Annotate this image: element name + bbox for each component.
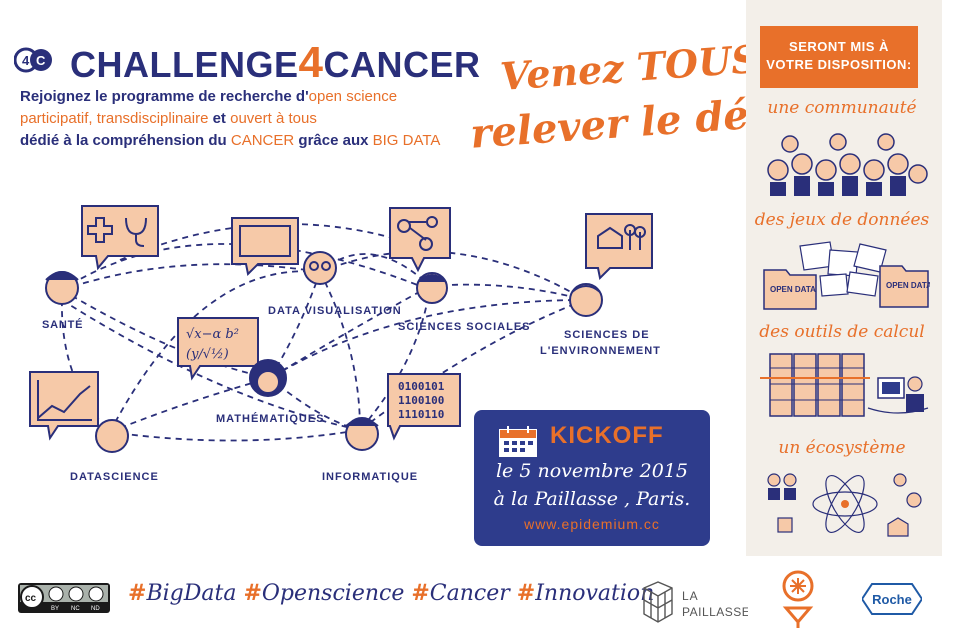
node-label-mathematiques: MATHÉMATIQUES <box>216 412 325 425</box>
medical-cross-icon <box>87 217 113 243</box>
intro-line-3: dédié à la compréhension du CANCER grâce… <box>20 132 441 149</box>
datascience-bubble <box>29 371 99 441</box>
math-bubble <box>177 317 259 381</box>
slogan-line-2: relever le défi <box>468 89 780 158</box>
hashtag-openscience: Openscience <box>261 581 405 606</box>
binary-line-2: 1100100 <box>398 394 444 407</box>
binary-line-3: 1110110 <box>398 408 444 421</box>
informatique-person-avatar <box>345 417 379 451</box>
community-illustration <box>767 133 928 196</box>
sante-person-avatar <box>45 271 79 305</box>
social-network-icon <box>397 219 411 233</box>
resource-title-donnees: des jeux de données <box>754 210 930 230</box>
svg-text:C: C <box>36 53 46 68</box>
house-icon <box>597 226 623 249</box>
hashtags: #BigData #Openscience #Cancer #Innovatio… <box>128 580 655 606</box>
ecosystem-illustration <box>767 473 922 537</box>
node-label-sciences-env-1: SCIENCES DE <box>564 329 650 341</box>
title-challenge: CHALLENGE <box>70 44 299 85</box>
roche-text: Roche <box>872 592 912 607</box>
computing-tools-illustration <box>760 353 929 417</box>
challenge4cancer-logo-icon: 4 C <box>14 47 52 73</box>
node-label-datascience: DATASCIENCE <box>70 471 159 483</box>
hashtag-innovation: Innovation <box>535 581 655 606</box>
tree-icon <box>629 230 641 250</box>
cc-nd-label: ND <box>91 606 100 612</box>
intro-line-1: Rejoignez le programme de recherche d'op… <box>20 88 398 105</box>
social-bubble <box>389 207 451 273</box>
node-label-data-visualisation: DATA VISUALISATION <box>268 305 402 317</box>
binary-line-1: 0100101 <box>398 380 445 393</box>
growth-chart-icon <box>37 380 92 421</box>
hashtag-cancer: Cancer <box>429 581 510 606</box>
slogan-line-1: Venez TOUS <box>498 36 761 99</box>
math-formula-1: √x−α b² <box>186 327 239 342</box>
creative-commons-badge-icon: cc BY NC ND <box>18 583 110 613</box>
dataviz-chart-icon <box>239 225 291 257</box>
kickoff-box: KICKOFF le 5 novembre 2015 à la Paillass… <box>474 410 710 546</box>
svg-text:4: 4 <box>22 53 30 68</box>
calendar-icon <box>499 426 537 457</box>
informatique-bubble <box>387 373 461 441</box>
node-label-informatique: INFORMATIQUE <box>322 471 418 483</box>
paillasse-line-2: PAILLASSE <box>682 605 748 619</box>
sante-bubble <box>81 205 159 271</box>
node-label-sciences-sociales: SCIENCES SOCIALES <box>398 321 531 333</box>
environment-bubble <box>585 213 653 281</box>
resources-header: SERONT MIS À VOTRE DISPOSITION: <box>760 26 918 88</box>
roche-logo: Roche <box>862 583 922 615</box>
kickoff-url-link[interactable]: www.epidemium.cc <box>524 516 660 532</box>
math-person-avatar <box>249 359 287 397</box>
paillasse-line-1: LA <box>682 589 699 603</box>
network-diagram: √x−α b² (y/√½) 0100101 1100100 1110110 S… <box>29 205 661 483</box>
kickoff-date: le 5 novembre 2015 <box>495 460 689 482</box>
stethoscope-icon <box>125 217 147 247</box>
environment-person-avatar <box>569 283 603 317</box>
math-formula-2: (y/√½) <box>186 347 229 362</box>
open-data-label-2: OPEN DATA <box>886 281 930 290</box>
title-four: 4 <box>298 38 324 87</box>
node-label-sante: SANTÉ <box>42 318 83 331</box>
social-person-avatar <box>416 272 448 304</box>
kickoff-label: KICKOFF <box>550 422 664 449</box>
node-label-sciences-env-2: L'ENVIRONNEMENT <box>540 345 661 357</box>
la-paillasse-logo: LA PAILLASSE <box>643 581 748 623</box>
dataviz-person-avatar <box>303 251 337 285</box>
svg-text:cc: cc <box>25 593 37 604</box>
open-data-illustration: OPEN DATA OPEN DATA <box>763 241 930 310</box>
resource-title-communaute: une communauté <box>767 98 917 118</box>
open-data-label-1: OPEN DATA <box>770 285 816 294</box>
resource-title-outils: des outils de calcul <box>759 322 925 342</box>
cc-by-label: BY <box>51 606 59 612</box>
kickoff-place: à la Paillasse , Paris. <box>493 488 691 510</box>
dataviz-bubble <box>231 217 299 277</box>
cc-nc-label: NC <box>71 606 80 612</box>
intro-line-2: participatif, transdisciplinaire et ouve… <box>20 110 317 127</box>
epidemium-logo-icon <box>782 570 814 628</box>
title-cancer: CANCER <box>323 44 481 85</box>
datascience-person-avatar <box>95 419 129 453</box>
page-title: CHALLENGE4CANCER <box>70 38 481 88</box>
resource-title-ecosysteme: un écosystème <box>778 438 906 458</box>
hashtag-bigdata: BigData <box>146 581 237 606</box>
